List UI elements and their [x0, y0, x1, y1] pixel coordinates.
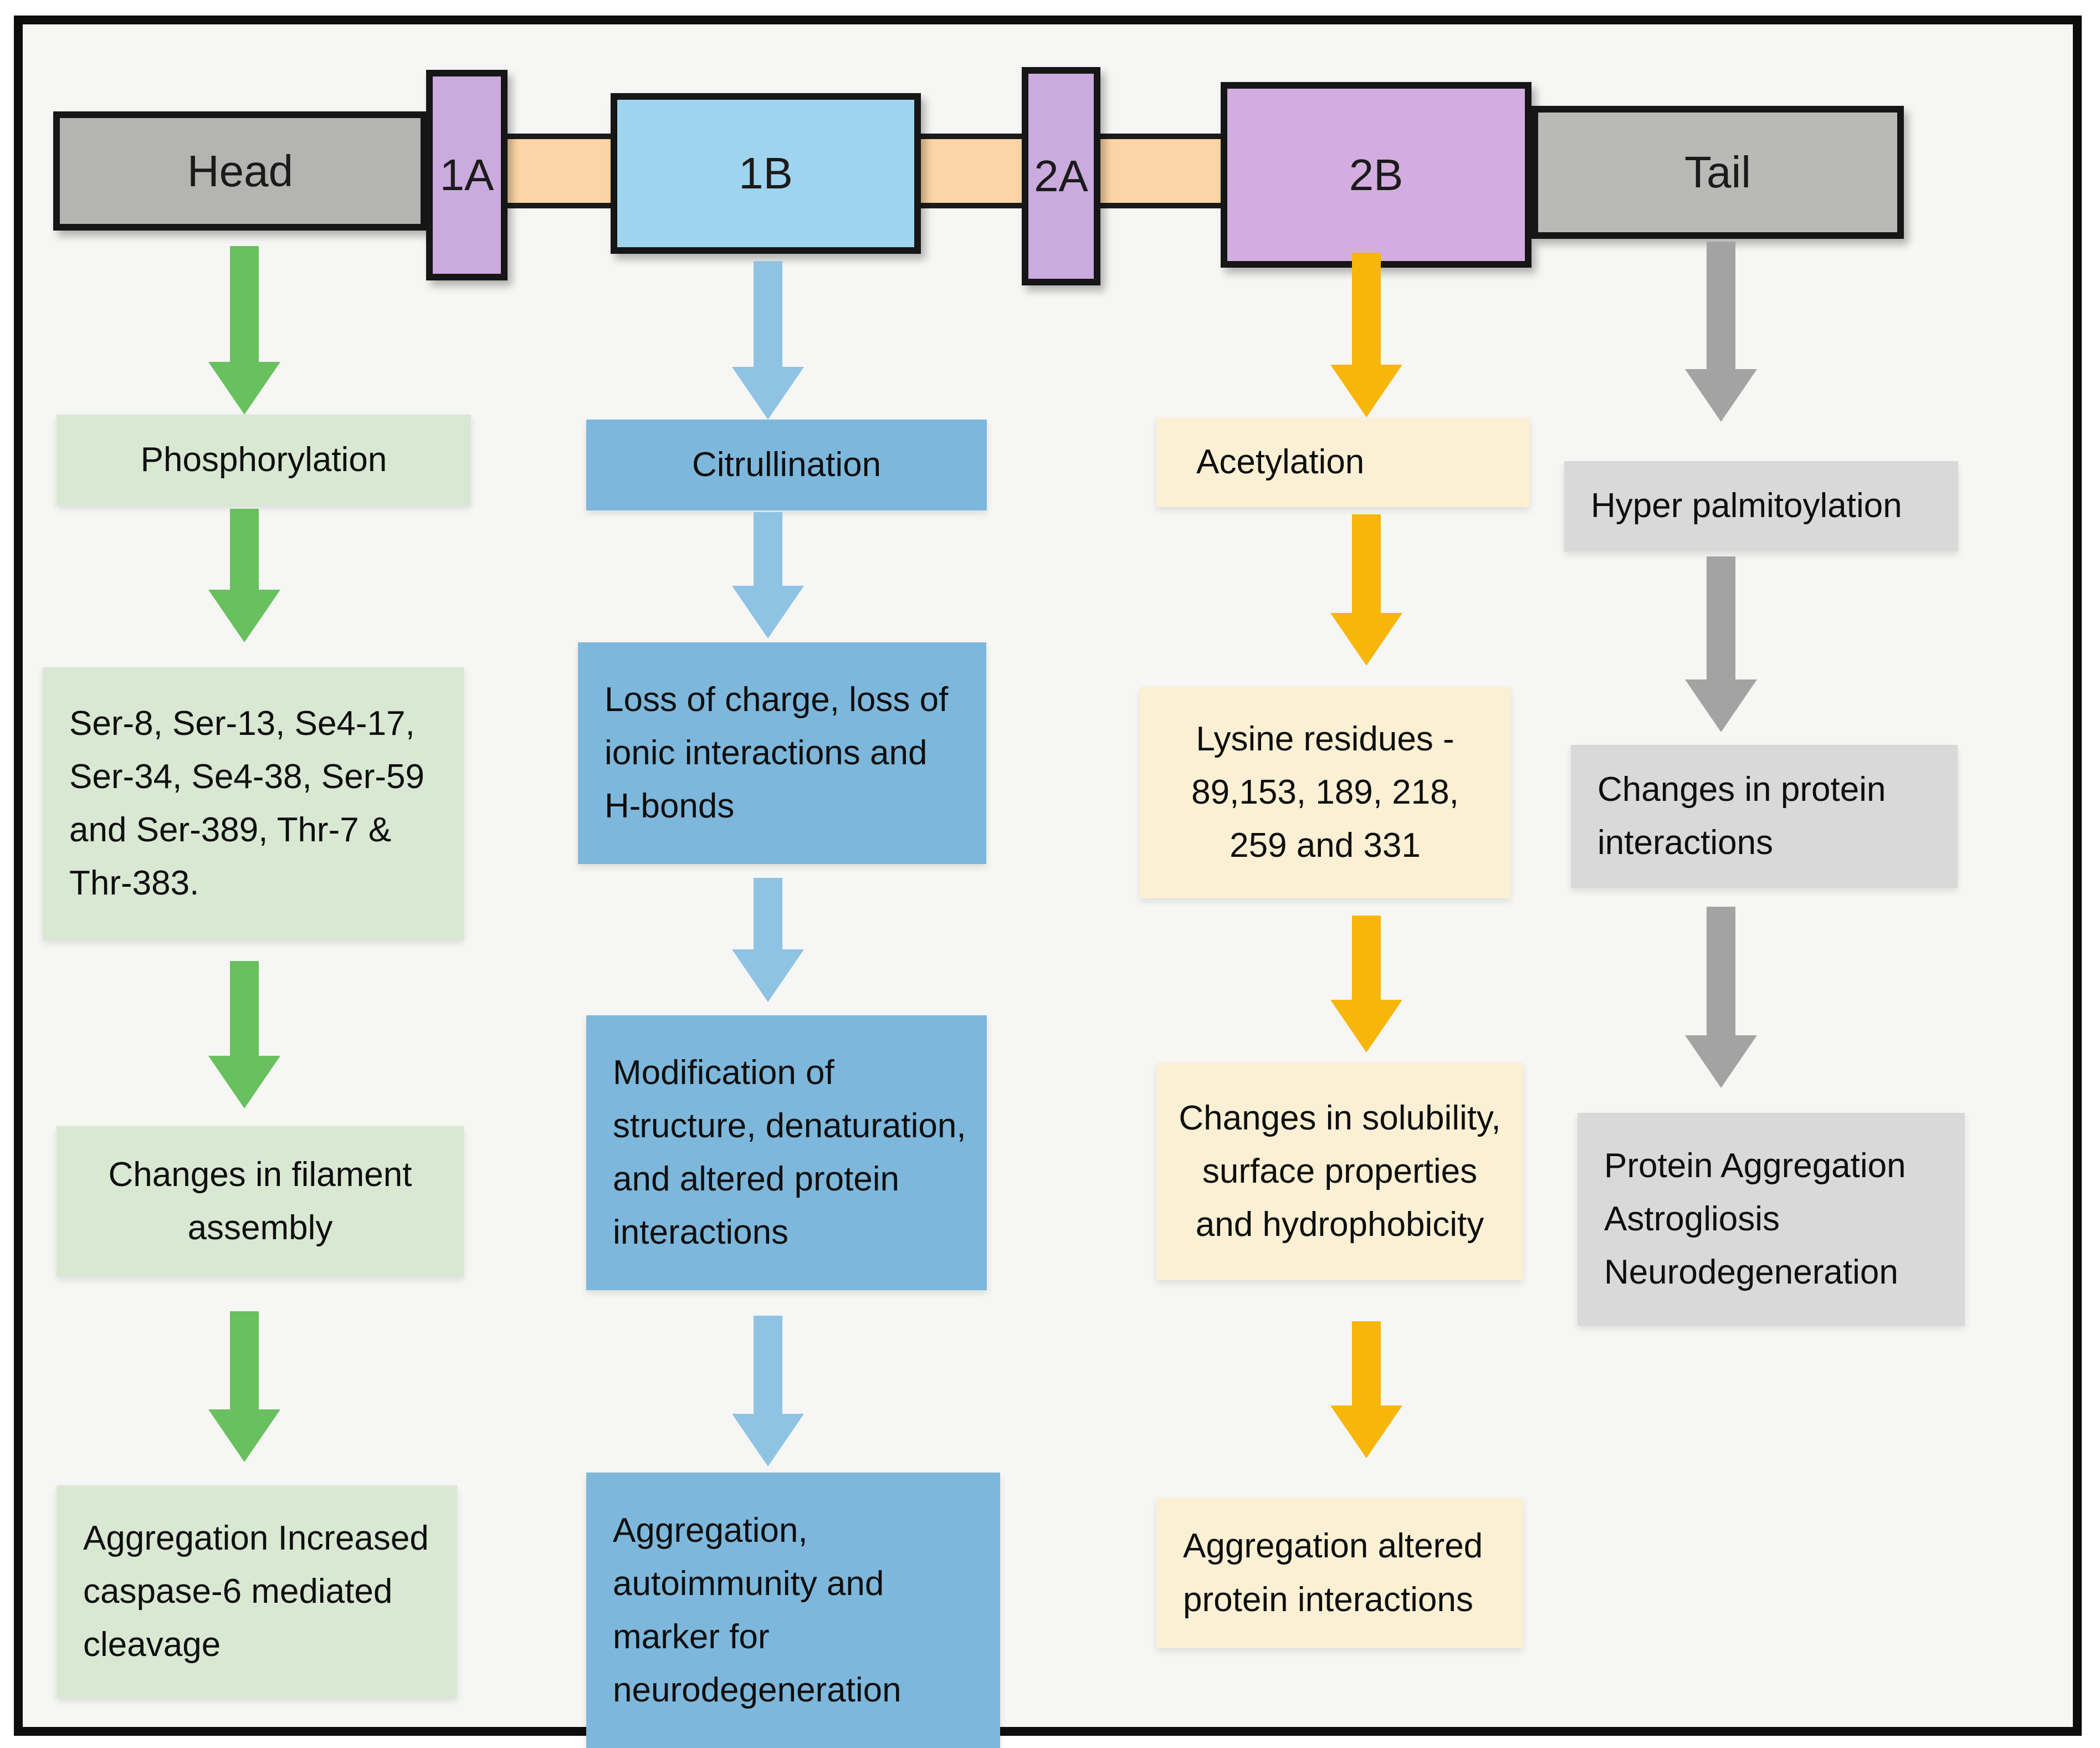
box-neurodegeneration-outcomes-text: Protein Aggregation Astrogliosis Neurode… [1604, 1146, 1906, 1292]
arrow-shaft [230, 509, 259, 590]
box-phospho-sites: Ser-8, Ser-13, Se4-17, Ser-34, Se4-38, S… [43, 667, 464, 940]
box-acetylation-text: Acetylation [1196, 442, 1365, 481]
arrow-head-icon [1685, 679, 1757, 732]
box-caspase-cleavage-text: Aggregation Increased caspase-6 mediated… [83, 1519, 429, 1664]
arrow-head-icon [1330, 365, 1402, 417]
arrow-head-icon [732, 1414, 804, 1466]
domain-1b-box: 1B [611, 93, 921, 254]
arrow-shaft [754, 512, 782, 586]
box-filament-assembly-text: Changes in filament assembly [108, 1155, 412, 1247]
arrow-head-icon [208, 1056, 280, 1108]
domain-2a-label: 2A [1034, 151, 1088, 201]
box-caspase-cleavage: Aggregation Increased caspase-6 mediated… [57, 1485, 457, 1698]
box-lysine-residues-text: Lysine residues - 89,153, 189, 218, 259 … [1191, 719, 1459, 865]
citrullination-arrow-4 [732, 1316, 804, 1466]
arrow-shaft [1352, 253, 1381, 365]
arrow-head-icon [732, 949, 804, 1002]
palmitoylation-arrow-3 [1685, 907, 1757, 1088]
acetylation-arrow-4 [1330, 1321, 1402, 1458]
domain-1b-label: 1B [739, 149, 793, 198]
arrow-head-icon [1330, 1000, 1402, 1052]
box-loss-of-charge: Loss of charge, loss of ionic interactio… [578, 642, 986, 864]
arrow-shaft [1352, 916, 1381, 1000]
palmitoylation-arrow-1 [1685, 242, 1757, 422]
arrow-head-icon [1685, 369, 1757, 422]
domain-tail-label: Tail [1684, 147, 1751, 197]
phosphorylation-arrow-2 [208, 509, 280, 642]
arrow-shaft [754, 1316, 782, 1414]
arrow-head-icon [208, 362, 280, 415]
domain-2b-label: 2B [1349, 150, 1404, 200]
box-hyper-palmitoylation: Hyper palmitoylation [1564, 461, 1958, 551]
arrow-shaft [1352, 514, 1381, 613]
box-structure-modification-text: Modification of structure, denaturation,… [613, 1053, 966, 1252]
arrow-shaft [1707, 242, 1735, 369]
box-neurodegeneration-outcomes: Protein Aggregation Astrogliosis Neurode… [1577, 1113, 1965, 1326]
arrow-head-icon [208, 590, 280, 642]
box-autoimmunity-marker: Aggregation, autoimmunity and marker for… [586, 1473, 1000, 1748]
box-protein-interaction-changes: Changes in protein interactions [1571, 745, 1958, 888]
box-solubility-changes: Changes in solubility, surface propertie… [1156, 1063, 1523, 1280]
arrow-shaft [754, 878, 782, 949]
box-hyper-palmitoylation-text: Hyper palmitoylation [1591, 487, 1902, 525]
box-loss-of-charge-text: Loss of charge, loss of ionic interactio… [605, 680, 949, 826]
arrow-head-icon [732, 586, 804, 638]
box-protein-interaction-changes-text: Changes in protein interactions [1597, 770, 1886, 862]
arrow-shaft [754, 261, 782, 367]
arrow-shaft [230, 1311, 259, 1409]
citrullination-arrow-1 [732, 261, 804, 420]
domain-tail-box: Tail [1532, 106, 1904, 239]
diagram-frame: Head 1A 1B 2A 2B Tail Phosphorylation [14, 16, 2082, 1748]
box-citrullination: Citrullination [586, 420, 987, 510]
acetylation-arrow-3 [1330, 916, 1402, 1052]
phosphorylation-arrow-4 [208, 1311, 280, 1462]
arrow-shaft [230, 961, 259, 1056]
box-lysine-residues: Lysine residues - 89,153, 189, 218, 259 … [1140, 687, 1510, 898]
box-aggregation-altered-text: Aggregation altered protein interactions [1183, 1527, 1483, 1619]
arrow-head-icon [1685, 1035, 1757, 1088]
box-acetylation: Acetylation [1156, 417, 1530, 507]
citrullination-arrow-2 [732, 512, 804, 638]
acetylation-arrow-2 [1330, 514, 1402, 666]
domain-head-label: Head [187, 146, 294, 196]
box-citrullination-text: Citrullination [692, 445, 882, 484]
arrow-shaft [1707, 907, 1735, 1035]
box-filament-assembly: Changes in filament assembly [57, 1126, 464, 1277]
box-phospho-sites-text: Ser-8, Ser-13, Se4-17, Ser-34, Se4-38, S… [69, 704, 425, 903]
arrow-head-icon [208, 1409, 280, 1462]
arrow-shaft [1352, 1321, 1381, 1405]
domain-2a-box: 2A [1022, 67, 1100, 285]
box-aggregation-altered: Aggregation altered protein interactions [1156, 1498, 1523, 1648]
acetylation-arrow-1 [1330, 253, 1402, 417]
arrow-head-icon [732, 367, 804, 420]
domain-1a-box: 1A [426, 70, 508, 280]
palmitoylation-arrow-2 [1685, 556, 1757, 732]
arrow-shaft [1707, 556, 1735, 679]
domain-head-box: Head [53, 111, 427, 231]
arrow-head-icon [1330, 1405, 1402, 1458]
box-structure-modification: Modification of structure, denaturation,… [586, 1015, 987, 1290]
box-solubility-changes-text: Changes in solubility, surface propertie… [1179, 1098, 1501, 1244]
arrow-head-icon [1330, 613, 1402, 666]
arrow-shaft [230, 246, 259, 362]
domain-1a-label: 1A [439, 150, 494, 200]
phosphorylation-arrow-3 [208, 961, 280, 1108]
box-phosphorylation-text: Phosphorylation [140, 440, 387, 479]
box-phosphorylation: Phosphorylation [57, 415, 471, 505]
citrullination-arrow-3 [732, 878, 804, 1002]
phosphorylation-arrow-1 [208, 246, 280, 415]
box-autoimmunity-marker-text: Aggregation, autoimmunity and marker for… [613, 1511, 902, 1710]
domain-2b-box: 2B [1221, 82, 1532, 268]
